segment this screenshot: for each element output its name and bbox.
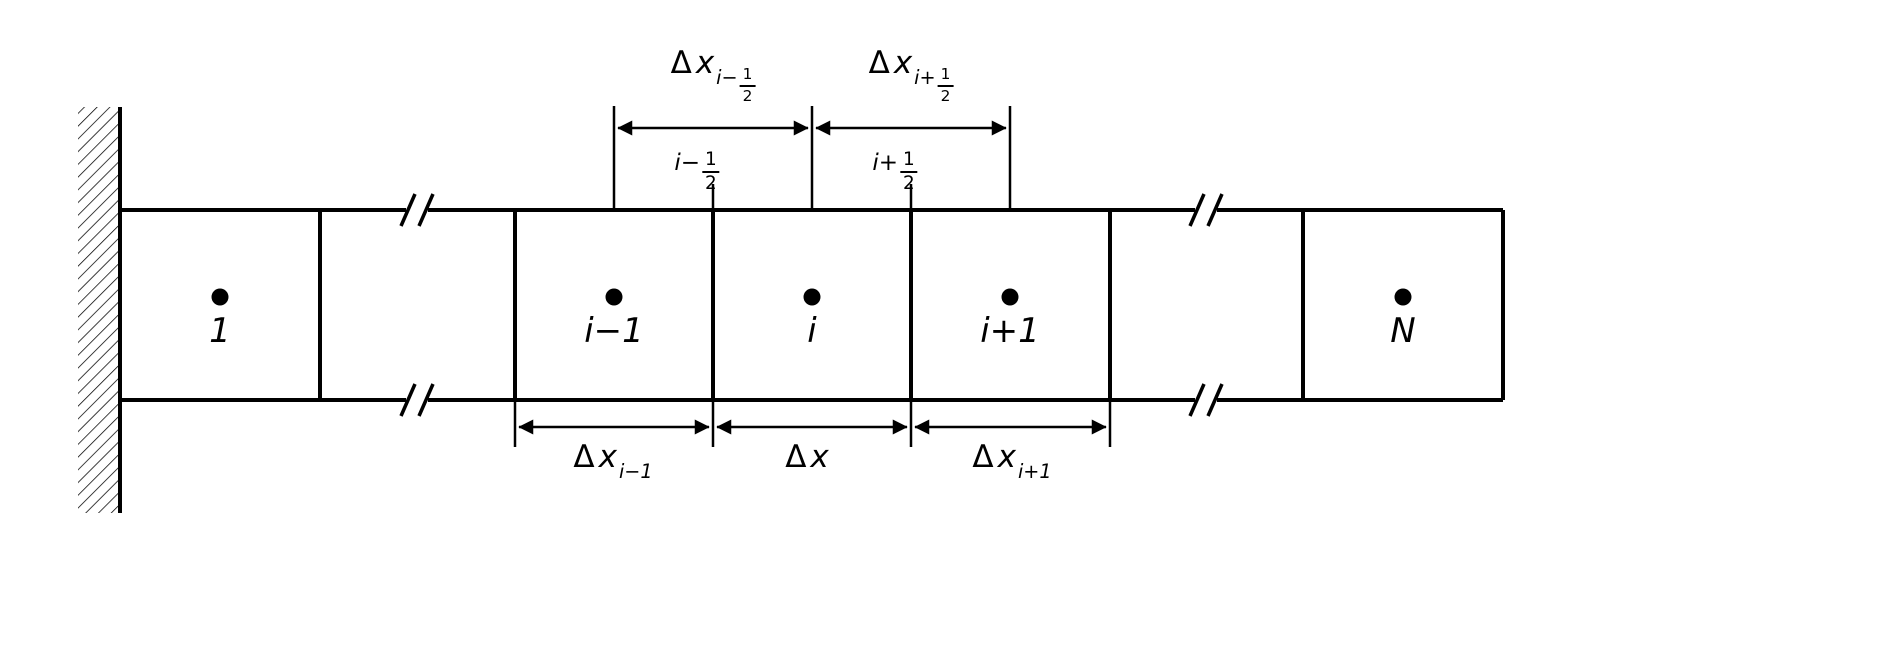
cell-center-dots: [211, 288, 1412, 306]
break-gap: [1195, 206, 1217, 214]
break-slash: [417, 383, 435, 417]
fraction-denominator: 2: [940, 86, 951, 105]
break-slash: [417, 193, 435, 227]
break-gap: [406, 396, 428, 404]
cell-label-N: N: [1390, 311, 1416, 351]
subscript: i−1: [618, 459, 653, 483]
subscript-prefix: i+: [914, 65, 936, 89]
wall-hatching: [78, 107, 120, 513]
cell-center-dot: [1394, 288, 1412, 306]
subscript-prefix: i−: [716, 65, 738, 89]
break-slash: [399, 193, 417, 227]
break-slash: [1206, 193, 1224, 227]
fraction-numerator: 1: [701, 150, 720, 174]
cell-label-i: i: [807, 311, 817, 351]
fraction-denominator: 2: [742, 86, 753, 105]
cell-center-dot: [803, 288, 821, 306]
break-slash: [1188, 383, 1206, 417]
cell-label-1: 1: [209, 311, 231, 351]
delta-symbol: Δ: [868, 45, 890, 81]
var-x: x: [893, 45, 913, 81]
fraction-denominator: 2: [704, 173, 717, 195]
var-x: x: [598, 439, 617, 475]
face-prefix: i+: [872, 150, 898, 176]
fraction-numerator: 1: [937, 66, 954, 87]
break-marks: [399, 193, 1224, 417]
fraction-numerator: 1: [899, 150, 918, 174]
break-slash: [1206, 383, 1224, 417]
delta-symbol: Δ: [785, 439, 807, 475]
face-prefix: i−: [674, 150, 700, 176]
cell-label-i-plus-1: i+1: [980, 311, 1040, 351]
break-gap: [1195, 396, 1217, 404]
bottom-dimension-lines: [513, 400, 1112, 447]
cell-label-i-minus-1: i−1: [584, 311, 644, 351]
var-x: x: [997, 439, 1016, 475]
top-dimension-lines: [612, 106, 1012, 210]
break-slash: [1188, 193, 1206, 227]
fraction-denominator: 2: [902, 173, 915, 195]
var-x: x: [695, 45, 715, 81]
delta-symbol: Δ: [670, 45, 692, 81]
delta-symbol: Δ: [573, 439, 595, 475]
cell-center-dot: [605, 288, 623, 306]
cell-center-dot: [1001, 288, 1019, 306]
break-gap: [406, 206, 428, 214]
break-slash: [399, 383, 417, 417]
subscript: i+1: [1017, 459, 1052, 483]
fraction-numerator: 1: [739, 66, 756, 87]
var-x: x: [810, 439, 829, 475]
delta-symbol: Δ: [972, 439, 994, 475]
cell-center-dot: [211, 288, 229, 306]
